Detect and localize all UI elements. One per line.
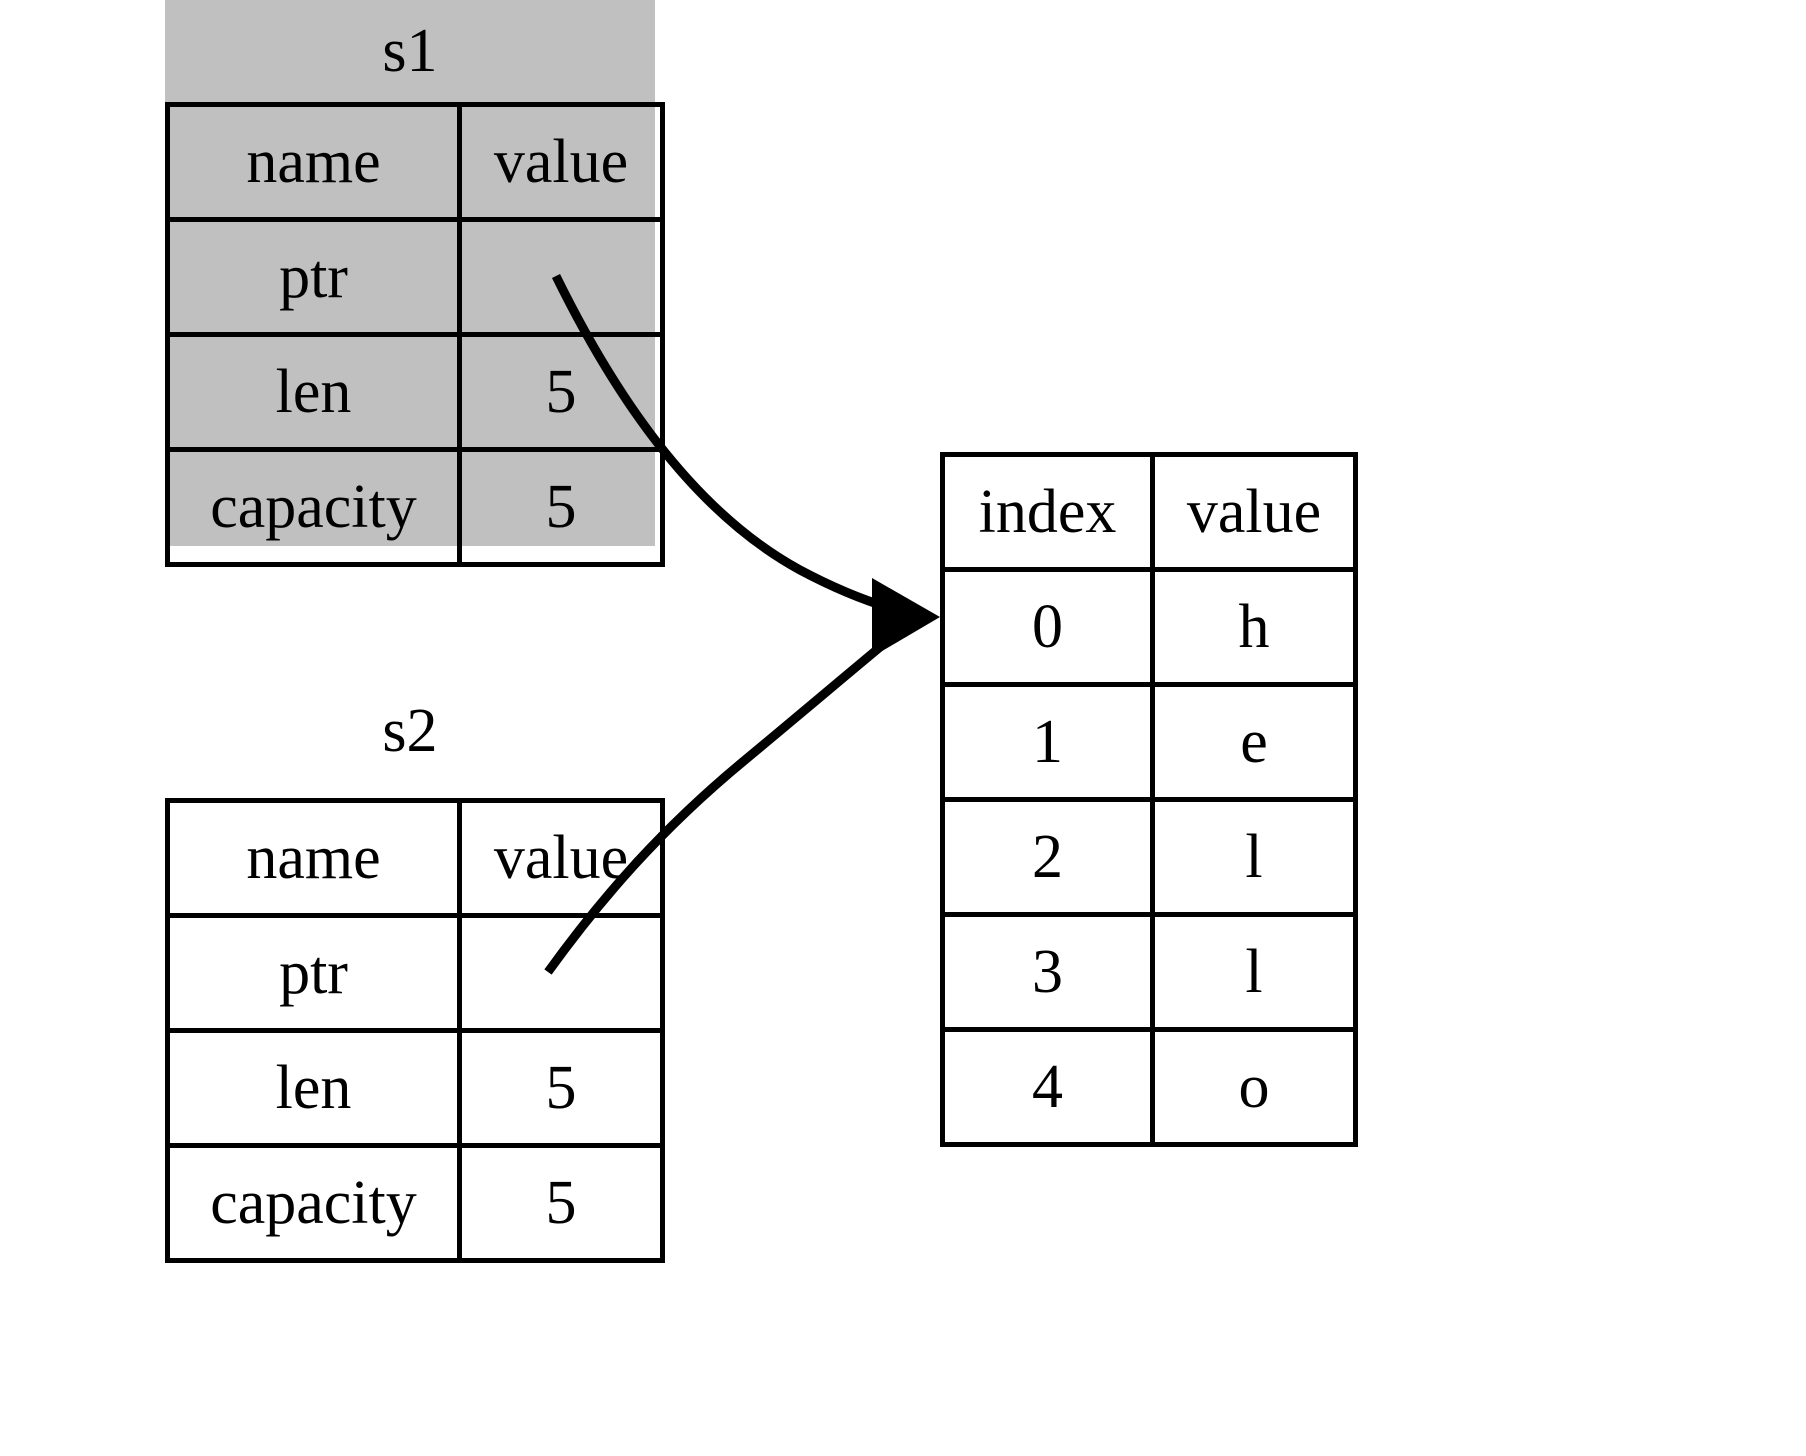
- table-row: 2 l: [940, 797, 1358, 917]
- s2-field-ptr-name: ptr: [165, 913, 462, 1033]
- s2-field-capacity-value: 5: [457, 1143, 665, 1263]
- array-header-index: index: [940, 452, 1155, 572]
- struct-s1-caption: s1: [382, 17, 438, 85]
- array-row-0-index: 0: [940, 567, 1155, 687]
- array-row-4-value: o: [1150, 1027, 1358, 1147]
- array-row-1-index: 1: [940, 682, 1155, 802]
- array-row-0-value: h: [1150, 567, 1358, 687]
- table-row: 4 o: [940, 1027, 1358, 1147]
- s2-field-len-name: len: [165, 1028, 462, 1148]
- table-row: len 5: [165, 1028, 665, 1148]
- table-row: name value: [165, 798, 665, 918]
- s1-field-len-name: len: [165, 332, 462, 452]
- table-row: ptr: [165, 913, 665, 1033]
- s1-field-ptr-name: ptr: [165, 217, 462, 337]
- table-row: name value: [165, 102, 665, 222]
- s2-header-value: value: [457, 798, 665, 918]
- array-header-value: value: [1150, 452, 1358, 572]
- table-row: capacity 5: [165, 1143, 665, 1263]
- s2-field-len-value: 5: [457, 1028, 665, 1148]
- array-row-3-index: 3: [940, 912, 1155, 1032]
- s1-header-name: name: [165, 102, 462, 222]
- array-row-3-value: l: [1150, 912, 1358, 1032]
- table-row: len 5: [165, 332, 665, 452]
- struct-s1-table: name value ptr len 5 capacity 5: [165, 102, 665, 567]
- s1-field-capacity-name: capacity: [165, 447, 462, 567]
- struct-s2-table: name value ptr len 5 capacity 5: [165, 798, 665, 1263]
- array-row-1-value: e: [1150, 682, 1358, 802]
- table-row: 3 l: [940, 912, 1358, 1032]
- table-row: ptr: [165, 217, 665, 337]
- s1-field-capacity-value: 5: [457, 447, 665, 567]
- struct-s2-caption: s2: [382, 697, 438, 765]
- s1-header-value: value: [457, 102, 665, 222]
- s2-field-ptr-value: [457, 913, 665, 1033]
- array-row-2-value: l: [1150, 797, 1358, 917]
- array-row-4-index: 4: [940, 1027, 1155, 1147]
- s1-field-len-value: 5: [457, 332, 665, 452]
- arrowhead-icon: [872, 578, 940, 657]
- array-table: index value 0 h 1 e 2 l 3 l 4 o: [940, 452, 1358, 1147]
- table-row: capacity 5: [165, 447, 665, 567]
- table-row: 1 e: [940, 682, 1358, 802]
- table-row: 0 h: [940, 567, 1358, 687]
- s2-field-capacity-name: capacity: [165, 1143, 462, 1263]
- s1-field-ptr-value: [457, 217, 665, 337]
- table-row: index value: [940, 452, 1358, 572]
- s2-header-name: name: [165, 798, 462, 918]
- array-row-2-index: 2: [940, 797, 1155, 917]
